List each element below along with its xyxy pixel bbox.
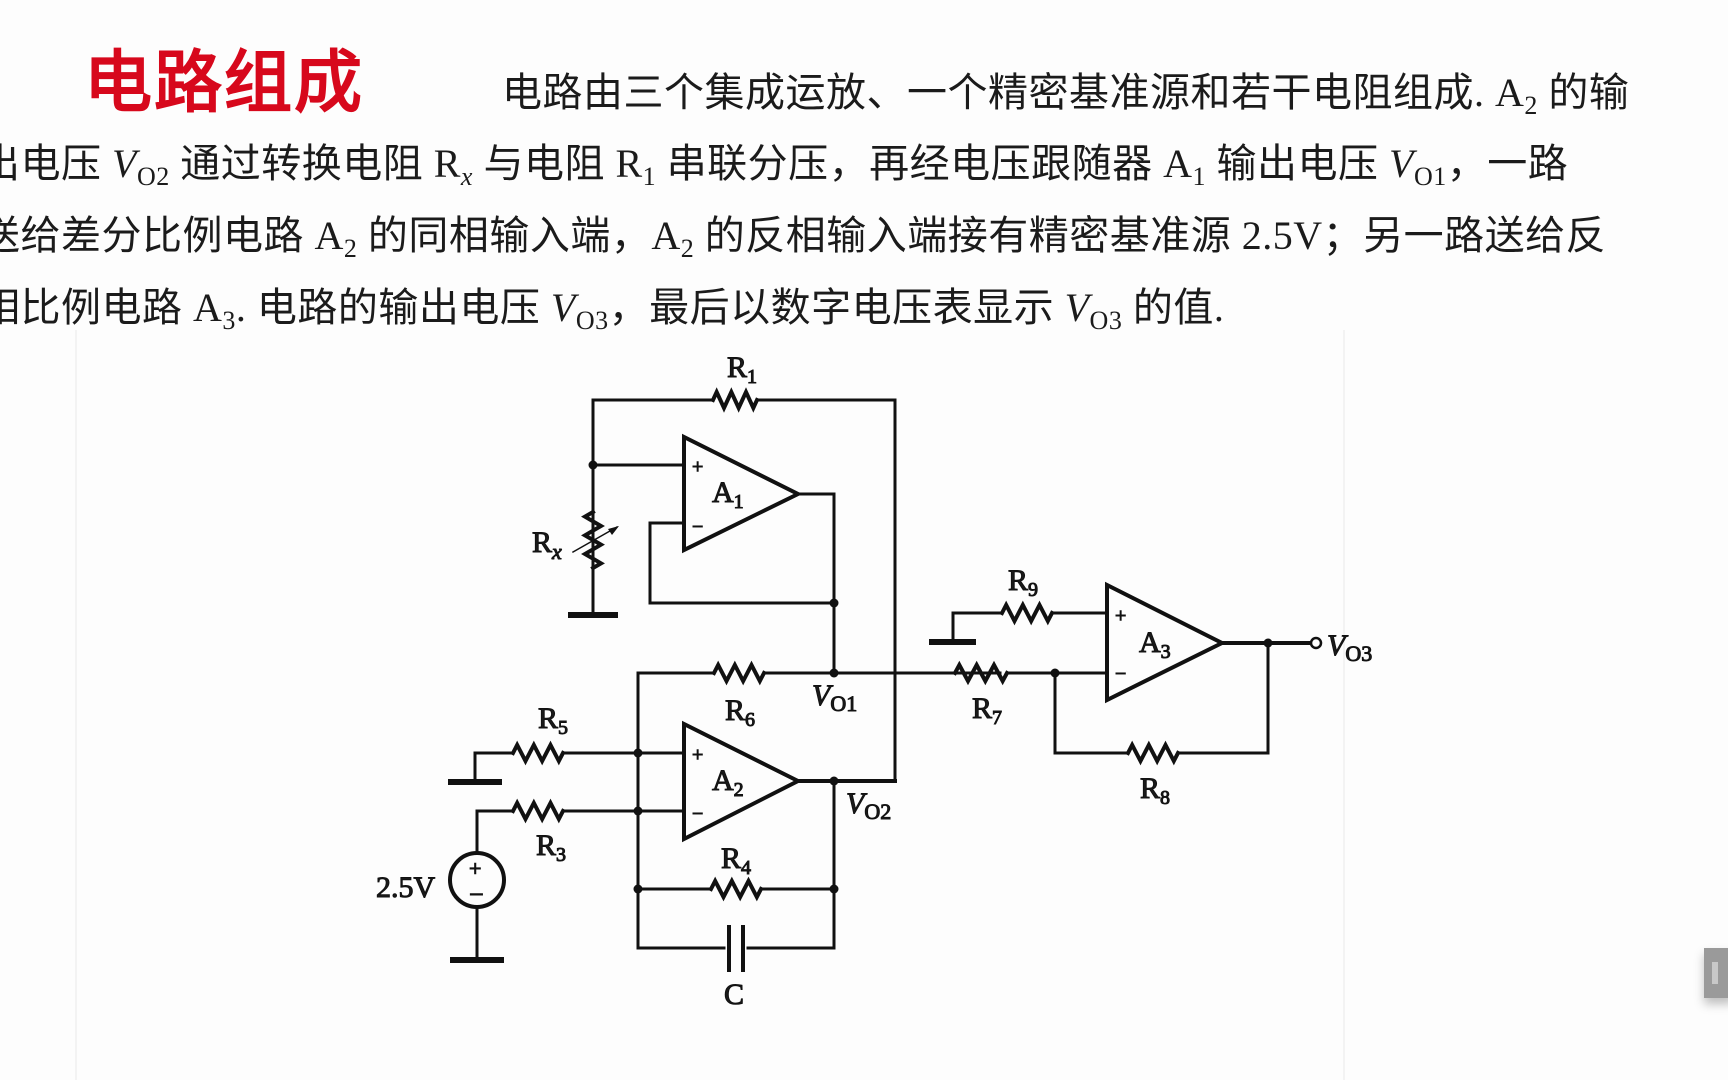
paragraph-line-3: 送给差分比例电路 A2 的同相输入端，A2 的反相输入端接有精密基准源 2.5V… [0, 211, 1607, 263]
opamp-a1 [682, 433, 803, 554]
label-vo3: VO3 [1327, 629, 1372, 666]
label-vo2: VO2 [846, 787, 891, 824]
resistor-r5 [510, 740, 566, 766]
label-r1: R1 [727, 351, 757, 388]
text-run: 的同相输入端，A [357, 213, 681, 258]
label-r8: R8 [1140, 772, 1170, 809]
opamp-a2-label: A2 [712, 764, 744, 801]
node-vo2 [829, 776, 839, 786]
math-var: V [1389, 141, 1414, 186]
resistor-r6 [711, 660, 767, 686]
text-run: 通过转换电阻 R [169, 141, 461, 186]
text-run: 送给差分比例电路 A [0, 213, 344, 258]
source-minus: − [469, 880, 484, 909]
output-terminal [1309, 636, 1323, 650]
wire-r1-loop [591, 398, 897, 783]
paragraph-line-1: 电路由三个集成运放、一个精密基准源和若干电阻组成. A2 的输 [502, 68, 1630, 120]
wire-r5 [473, 751, 686, 784]
node-r4-left [633, 884, 643, 894]
wire-a2-output [796, 779, 897, 950]
subscript: O3 [575, 306, 609, 335]
label-r7: R7 [972, 692, 1002, 729]
label-rx: Rx [532, 526, 562, 564]
wire-r3 [475, 809, 686, 854]
label-r6: R6 [725, 694, 755, 731]
subscript: 3 [222, 306, 236, 335]
capacitor-c [727, 925, 745, 972]
label-r5: R5 [538, 702, 568, 739]
text-run: 出电压 [0, 141, 102, 186]
subscript: 2 [1524, 91, 1538, 120]
opamp-a3-plus: + [1115, 605, 1126, 627]
wire-r8 [1053, 641, 1313, 755]
resistor-r7 [952, 660, 1010, 686]
slide-frame-right [1343, 330, 1345, 1080]
text-run: 的反相输入端接有精密基准源 2.5V；另一路送给反 [694, 213, 1607, 258]
node-a1-plus [588, 460, 598, 470]
label-vo1: VO1 [812, 679, 857, 716]
resistor-r1 [710, 387, 760, 413]
subscript: 1 [1192, 162, 1207, 191]
wire-r9 [951, 611, 1109, 644]
subscript: 2 [680, 234, 695, 263]
node-a3-output [1263, 638, 1273, 648]
subscript: O3 [1089, 306, 1123, 335]
text-run: ，最后以数字电压表显示 [608, 285, 1065, 330]
wire-r4 [636, 809, 836, 950]
label-r9: R9 [1008, 564, 1038, 601]
source-label: 2.5V [376, 871, 436, 904]
text-run: 的输 [1537, 70, 1630, 115]
text-run: 输出电压 [1206, 141, 1390, 186]
opamp-a1-label: A1 [712, 476, 744, 513]
slide-frame-left [75, 330, 77, 1080]
resistor-r4 [708, 876, 764, 902]
side-panel-handle[interactable] [1704, 948, 1728, 998]
source-plus: + [469, 856, 481, 881]
opamp-a3-label: A3 [1139, 626, 1171, 663]
resistor-rx [571, 509, 619, 571]
opamp-a2-minus: − [692, 803, 703, 825]
node-r4-right [829, 884, 839, 894]
subscript: 2 [343, 234, 358, 263]
resistor-r3 [510, 798, 566, 824]
opamp-a3-minus: − [1115, 663, 1126, 685]
slide-title: 电路组成 [84, 44, 365, 123]
text-run: 的值. [1122, 285, 1225, 330]
text-run: . 电路的输出电压 [235, 285, 551, 330]
text-run: 电路由三个集成运放、一个精密基准源和若干电阻组成. A [502, 70, 1525, 115]
opamp-a1-plus: + [692, 456, 703, 478]
opamp-a2 [682, 720, 803, 843]
resistor-r9 [999, 600, 1055, 626]
subscript: x [460, 162, 473, 191]
node-a2-plus [633, 748, 643, 758]
label-r4: R4 [721, 842, 751, 879]
opamp-a2-plus: + [692, 744, 703, 766]
node-vo1 [829, 668, 839, 678]
math-var: V [1064, 285, 1090, 330]
grip-icon [1712, 962, 1718, 984]
label-c: C [724, 978, 744, 1011]
label-r3: R3 [536, 829, 566, 866]
voltage-source [448, 851, 506, 963]
paragraph-line-4: 相比例电路 A3. 电路的输出电压 VO3，最后以数字电压表显示 VO3 的值. [0, 283, 1225, 335]
math-var: V [550, 285, 576, 330]
subscript: O1 [1413, 162, 1447, 191]
text-run: ，一路 [1446, 141, 1569, 186]
subscript: 1 [642, 162, 657, 191]
paragraph-line-2: 出电压 VO2 通过转换电阻 Rx 与电阻 R1 串联分压，再经电压跟随器 A1… [0, 139, 1569, 191]
resistor-r8 [1125, 740, 1181, 766]
math-var: V [112, 141, 137, 186]
opamp-a1-minus: − [692, 516, 703, 538]
opamp-a3 [1105, 581, 1227, 704]
text-run: 串联分压，再经电压跟随器 A [656, 141, 1193, 186]
text-run: 与电阻 R [472, 141, 643, 186]
text-run: 相比例电路 A [0, 285, 223, 330]
wire-a1-feedback [648, 492, 836, 675]
subscript: O2 [136, 162, 170, 191]
node-a1-feedback [829, 598, 839, 608]
